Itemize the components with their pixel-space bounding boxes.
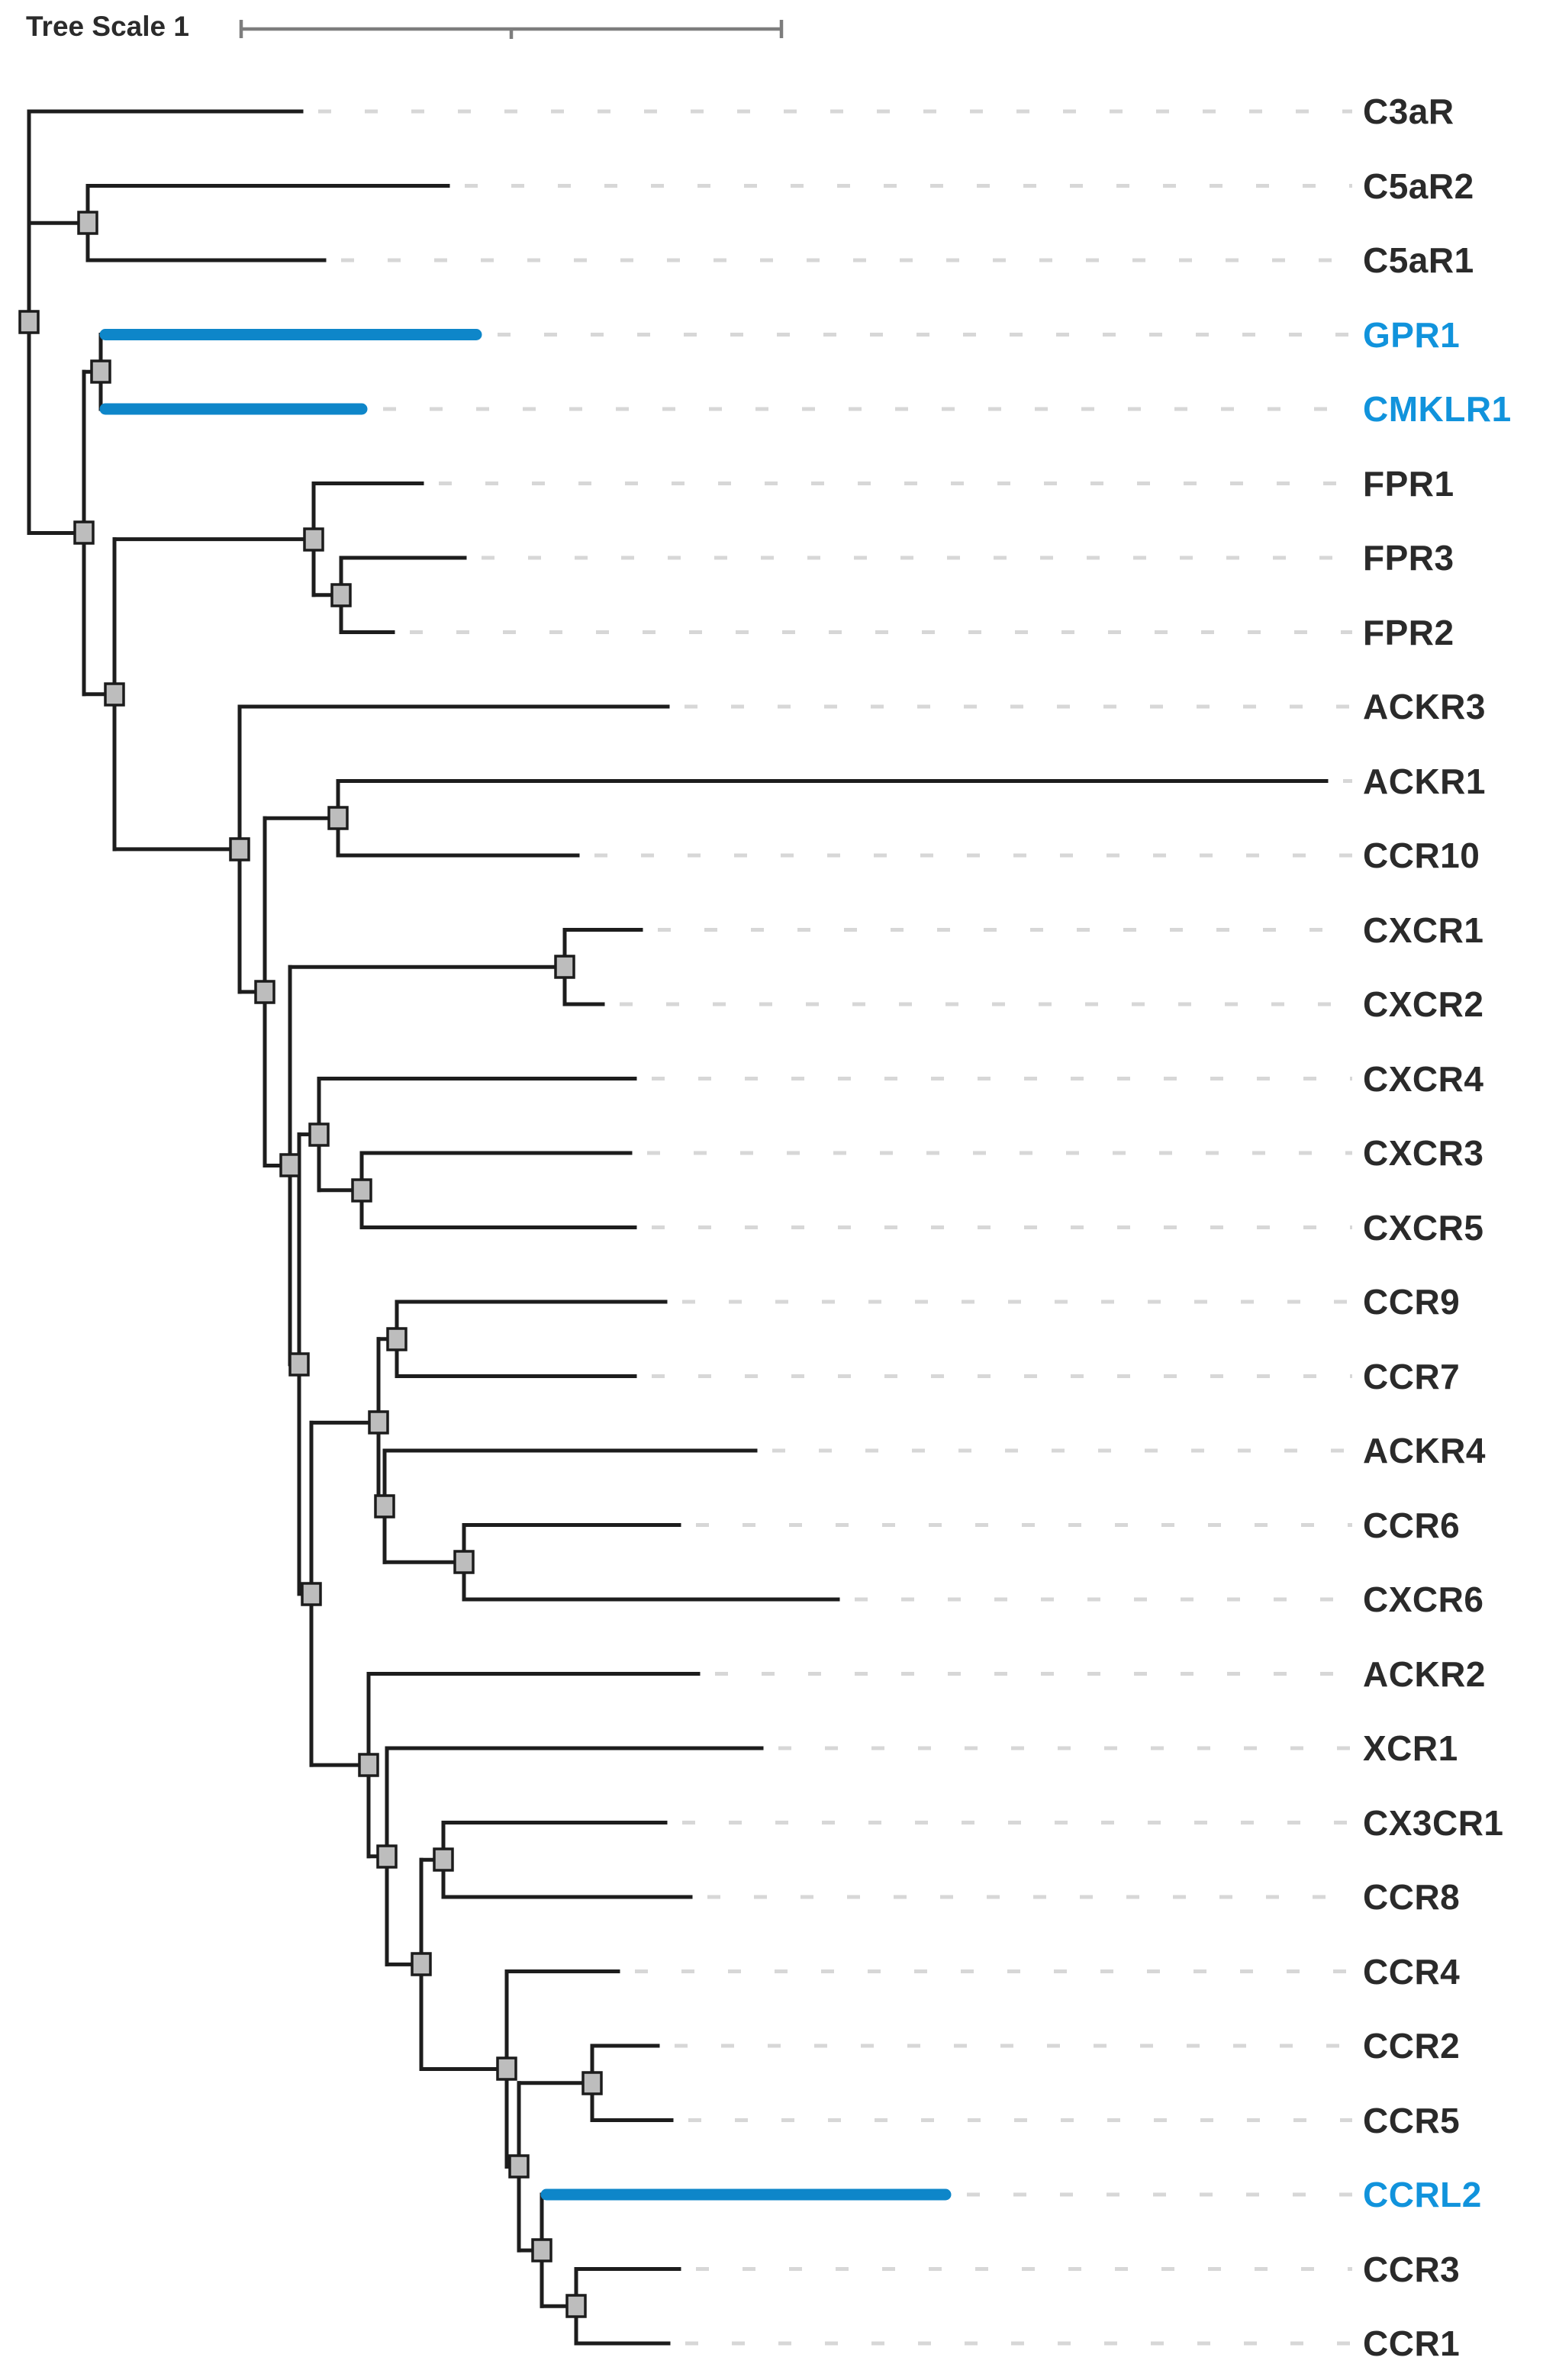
taxon-label-CX3CR1: CX3CR1	[1363, 1802, 1504, 1843]
node-support-square	[104, 682, 125, 707]
node-support-square	[327, 806, 349, 830]
taxon-label-ACKR2: ACKR2	[1363, 1654, 1486, 1694]
taxon-label-C5aR1: C5aR1	[1363, 240, 1474, 280]
taxon-label-CCR3: CCR3	[1363, 2249, 1461, 2289]
taxon-label-CXCR5: CXCR5	[1363, 1207, 1484, 1248]
node-support-square	[288, 1352, 310, 1377]
node-support-square	[368, 1410, 389, 1435]
node-support-square	[565, 2294, 587, 2318]
node-support-square	[330, 583, 352, 607]
taxon-label-CCRL2: CCRL2	[1363, 2175, 1482, 2214]
node-support-square	[279, 1153, 301, 1177]
node-support-square	[351, 1178, 372, 1203]
taxon-label-CCR9: CCR9	[1363, 1282, 1461, 1322]
taxon-label-CCR7: CCR7	[1363, 1356, 1461, 1396]
taxon-label-CCR1: CCR1	[1363, 2324, 1461, 2363]
taxon-label-XCR1: XCR1	[1363, 1728, 1458, 1768]
taxon-label-CMKLR1: CMKLR1	[1363, 389, 1512, 429]
node-support-square	[411, 1952, 432, 1976]
node-support-square	[581, 2071, 603, 2095]
taxon-label-CXCR3: CXCR3	[1363, 1133, 1484, 1173]
node-support-square	[453, 1550, 475, 1574]
taxon-label-CXCR2: CXCR2	[1363, 984, 1484, 1024]
taxon-label-FPR3: FPR3	[1363, 538, 1454, 578]
taxon-label-C5aR2: C5aR2	[1363, 166, 1474, 206]
taxon-label-CCR4: CCR4	[1363, 1951, 1461, 1992]
taxon-label-CCR2: CCR2	[1363, 2026, 1461, 2066]
node-support-square	[77, 211, 98, 235]
node-support-square	[229, 837, 250, 862]
taxon-label-ACKR1: ACKR1	[1363, 761, 1486, 801]
node-support-square	[301, 1582, 322, 1606]
node-support-square	[374, 1494, 395, 1518]
node-support-square	[358, 1753, 379, 1777]
taxon-label-GPR1: GPR1	[1363, 314, 1461, 355]
tree-scale-label: Tree Scale 1	[26, 11, 189, 42]
node-support-square	[18, 310, 40, 334]
taxon-label-C3aR: C3aR	[1363, 92, 1454, 131]
node-support-square	[433, 1847, 454, 1872]
node-support-square	[303, 527, 324, 552]
taxon-label-FPR2: FPR2	[1363, 612, 1454, 652]
taxon-label-CXCR1: CXCR1	[1363, 910, 1484, 950]
taxon-label-CXCR6: CXCR6	[1363, 1580, 1484, 1619]
taxon-label-ACKR3: ACKR3	[1363, 687, 1486, 726]
taxon-label-ACKR4: ACKR4	[1363, 1431, 1486, 1470]
taxon-label-CCR6: CCR6	[1363, 1505, 1461, 1545]
node-support-square	[90, 359, 111, 384]
node-support-square	[308, 1122, 330, 1147]
node-support-square	[531, 2238, 552, 2262]
taxon-label-CXCR4: CXCR4	[1363, 1058, 1484, 1099]
taxon-label-CCR8: CCR8	[1363, 1877, 1461, 1917]
taxon-label-CCR10: CCR10	[1363, 836, 1480, 875]
taxon-label-FPR1: FPR1	[1363, 463, 1454, 504]
node-support-square	[254, 980, 275, 1004]
node-support-square	[386, 1327, 407, 1351]
taxon-label-CCR5: CCR5	[1363, 2100, 1461, 2140]
node-support-square	[554, 955, 575, 979]
node-support-square	[376, 1844, 398, 1869]
node-support-square	[508, 2154, 530, 2179]
node-support-square	[496, 2056, 517, 2081]
node-support-square	[73, 520, 95, 545]
